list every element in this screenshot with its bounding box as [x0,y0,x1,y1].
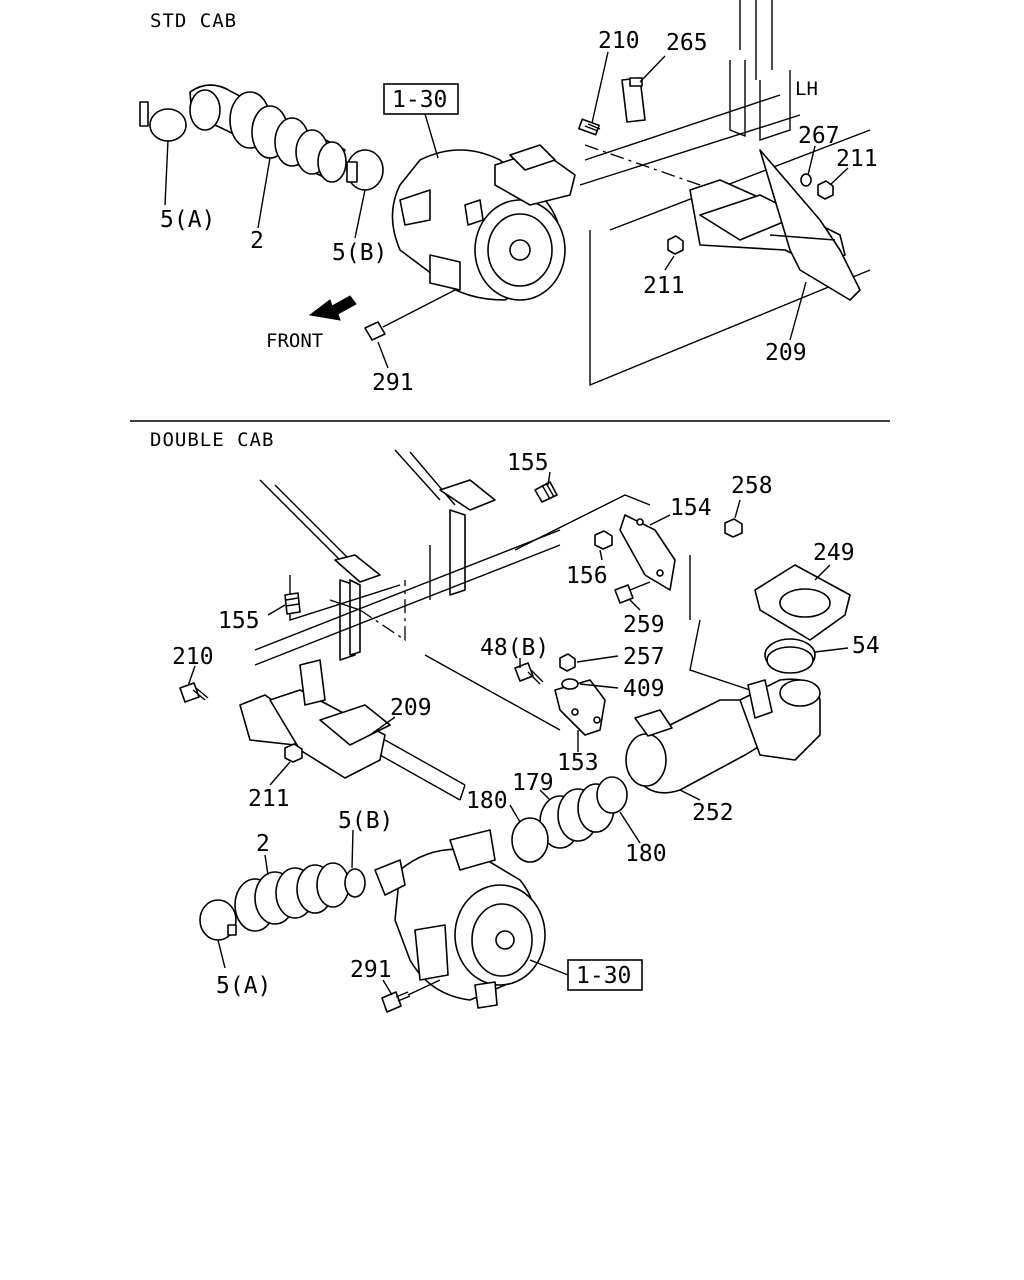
double-label-155a: 155 [507,450,549,476]
std-ref-box-1-30: 1-30 [383,83,459,159]
double-label-2: 2 [256,831,270,857]
double-label-409: 409 [623,676,665,702]
double-label-153: 153 [557,750,599,776]
double-frame [254,449,751,731]
std-label-2: 2 [250,228,264,254]
std-label-265: 265 [666,30,708,56]
std-washer-267 [800,173,812,187]
double-intake-hose-2 [234,862,350,932]
double-nut-156 [594,530,613,550]
double-nut-258 [724,518,743,538]
double-label-48b: 48(B) [480,635,549,661]
std-leaders [164,51,849,369]
double-label-156: 156 [566,563,608,589]
double-leaders [187,471,849,996]
double-nut-257 [559,653,576,672]
double-ref-1-30-text: 1-30 [576,963,631,989]
double-clamp-54 [764,638,816,674]
double-bracket-209 [239,659,466,801]
double-label-209: 209 [390,695,432,721]
double-bolt-291 [381,979,441,1013]
std-front-arrow: FRONT [266,295,357,352]
std-nut-211b [667,235,684,255]
double-clamp-5b [344,868,366,898]
std-label-209: 209 [765,340,807,366]
std-bracket-209 [689,149,861,301]
double-bracket-153 [554,679,606,736]
std-label-5a: 5(A) [160,207,215,233]
double-ref-box-1-30: 1-30 [529,959,643,991]
double-label-54: 54 [852,633,880,659]
std-label-211a: 211 [836,146,878,172]
std-cab-title: STD CAB [150,10,237,32]
double-clamp-180a [511,817,549,863]
std-front-text: FRONT [266,330,323,352]
double-label-249: 249 [813,540,855,566]
double-bolt-155b [284,592,301,615]
double-label-259: 259 [623,612,665,638]
double-label-211: 211 [248,786,290,812]
std-ref-1-30-text: 1-30 [392,87,447,113]
std-label-267: 267 [798,123,840,149]
double-bolt-210 [179,682,209,703]
std-label-5b: 5(B) [332,240,387,266]
double-bolt-259 [614,581,651,604]
double-clamp-180b [596,776,628,814]
std-air-cleaner [391,144,576,301]
double-label-5b: 5(B) [338,808,393,834]
double-label-210: 210 [172,644,214,670]
double-label-179: 179 [512,770,554,796]
std-cab-section: STD CAB [139,0,878,396]
double-label-154: 154 [670,495,712,521]
std-lh-text: LH [795,78,818,100]
std-clip-265 [621,77,646,123]
double-label-180a: 180 [466,788,508,814]
std-label-210: 210 [598,28,640,54]
std-bolt-210 [578,118,601,136]
double-nut-211 [284,743,303,763]
double-air-cleaner [374,829,546,1009]
double-bracket-154 [619,514,676,591]
std-nut-211a [817,180,834,200]
double-washer-409 [561,678,579,690]
std-clamp-5b [346,149,384,191]
double-label-252: 252 [692,800,734,826]
double-label-291: 291 [350,957,392,983]
double-label-180b: 180 [625,841,667,867]
std-label-211b: 211 [643,273,685,299]
double-duct-252 [625,678,821,794]
double-cap-249 [754,564,851,641]
double-bolt-48b [514,662,544,685]
std-clamp-5a [139,101,187,142]
std-intake-hose-2 [189,84,347,183]
std-bolt-291 [364,289,456,341]
double-cab-section: DOUBLE CAB [150,429,880,1013]
double-label-257: 257 [623,644,665,670]
double-label-5a: 5(A) [216,973,271,999]
double-label-155b: 155 [218,608,260,634]
double-bolt-155a [534,481,558,503]
double-clamp-5a [199,899,237,941]
double-label-258: 258 [731,473,773,499]
std-frame-rail [579,0,871,387]
std-label-291: 291 [372,370,414,396]
double-cab-title: DOUBLE CAB [150,429,274,451]
